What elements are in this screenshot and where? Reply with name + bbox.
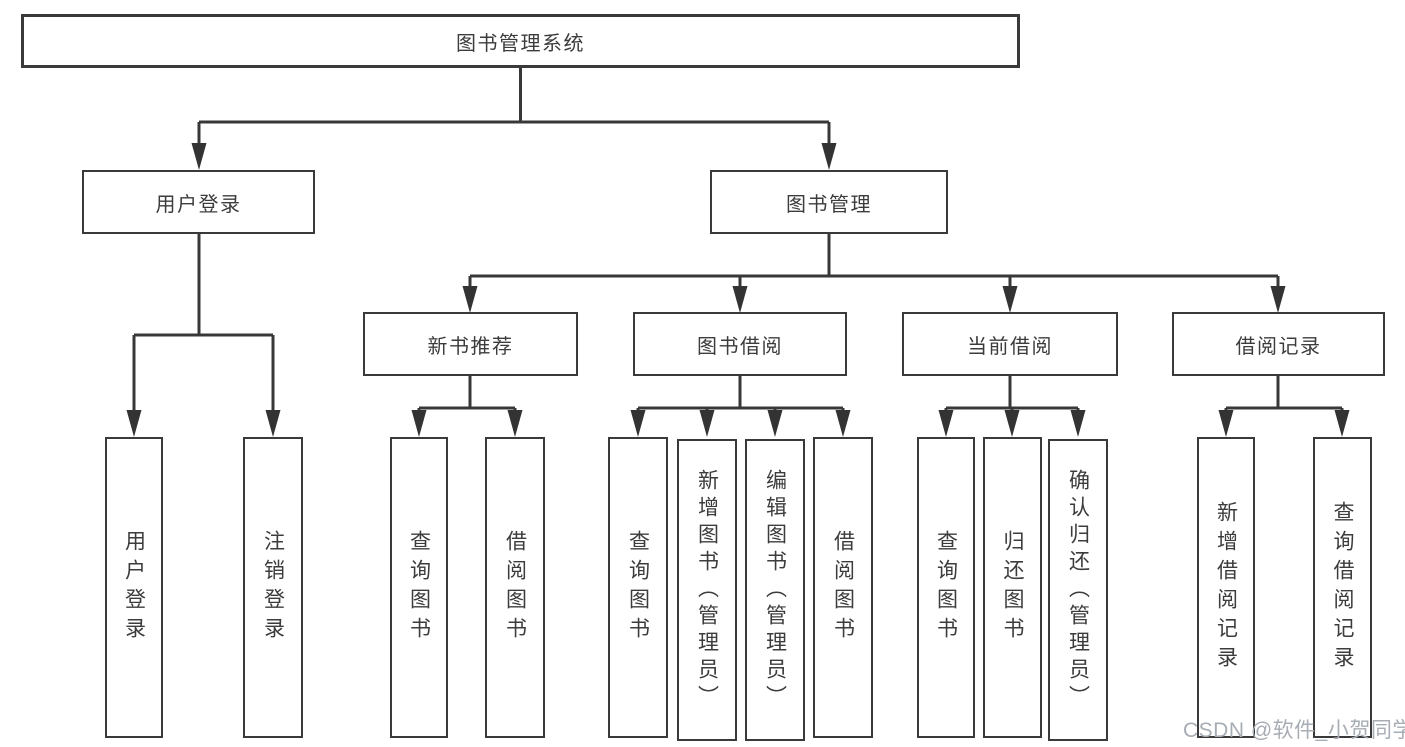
arrowhead <box>767 410 783 437</box>
link-records-children <box>1224 376 1344 415</box>
arrowhead <box>821 143 837 170</box>
leaf-borrow-books-recommend: 借阅图书 <box>485 437 545 738</box>
arrowhead <box>835 410 851 437</box>
leaf-edit-book-admin: 编辑图书（管理员） <box>745 439 805 741</box>
leaf-logout: 注销登录 <box>243 437 303 738</box>
arrowhead <box>462 286 478 313</box>
leaf-confirm-return-admin: 确认归还（管理员） <box>1048 439 1108 741</box>
arrowhead <box>938 410 954 437</box>
arrowhead <box>126 410 142 437</box>
leaf-query-books-recommend: 查询图书 <box>390 437 448 738</box>
link-new-book-children <box>417 376 517 415</box>
arrowhead <box>1070 410 1086 437</box>
arrowhead <box>699 410 715 437</box>
node-user-login: 用户登录 <box>82 170 315 234</box>
arrowhead <box>507 410 523 437</box>
leaf-add-borrow-record: 新增借阅记录 <box>1197 437 1255 738</box>
arrowhead <box>1270 286 1286 313</box>
leaf-add-book-admin: 新增图书（管理员） <box>677 439 737 741</box>
node-library-management-system: 图书管理系统 <box>21 14 1020 68</box>
node-borrowing-records: 借阅记录 <box>1172 312 1385 376</box>
node-new-book-recommendation: 新书推荐 <box>363 312 578 376</box>
link-current-borrow-children <box>944 376 1080 415</box>
arrowhead <box>265 410 281 437</box>
arrowhead <box>732 286 748 313</box>
leaf-return-book: 归还图书 <box>983 437 1042 738</box>
arrowhead <box>191 143 207 170</box>
link-book-mgmt-children <box>468 234 1280 292</box>
link-user-login-children <box>132 234 275 415</box>
node-book-management: 图书管理 <box>710 170 948 234</box>
arrowhead <box>1334 410 1350 437</box>
leaf-borrow-books-borrow: 借阅图书 <box>813 437 873 738</box>
node-current-borrowing: 当前借阅 <box>902 312 1118 376</box>
leaf-query-books-borrow: 查询图书 <box>608 437 668 738</box>
leaf-query-books-current: 查询图书 <box>917 437 975 738</box>
link-book-borrow-children <box>636 376 845 415</box>
leaf-query-borrow-record: 查询借阅记录 <box>1313 437 1372 738</box>
arrowhead <box>1218 410 1234 437</box>
arrowhead <box>630 410 646 437</box>
leaf-user-login: 用户登录 <box>105 437 163 738</box>
node-book-borrowing: 图书借阅 <box>633 312 847 376</box>
link-root-to-level2 <box>197 68 831 150</box>
csdn-watermark: CSDN @软件_小贺同学 <box>1183 719 1405 742</box>
arrowhead <box>1004 410 1020 437</box>
arrowhead <box>1002 286 1018 313</box>
arrowhead <box>411 410 427 437</box>
